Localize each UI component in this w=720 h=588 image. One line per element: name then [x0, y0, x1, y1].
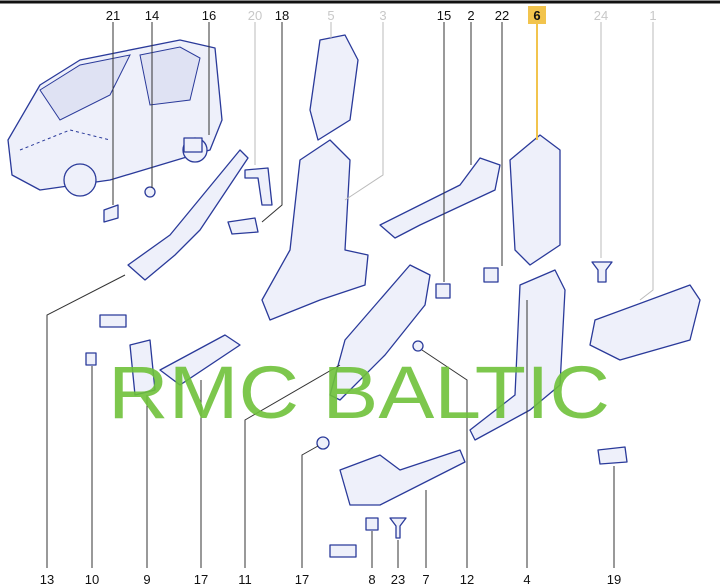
callout-11[interactable]: 11 [238, 572, 252, 587]
part-17b-clip [316, 436, 330, 450]
part-17-step [159, 334, 241, 386]
part-13-pad [99, 314, 127, 328]
callout-6-selected[interactable]: 6 [533, 8, 540, 23]
leader-lines [46, 22, 654, 568]
callout-19[interactable]: 19 [607, 572, 621, 587]
part-19-pad [597, 446, 628, 465]
vehicle-illustration [7, 39, 223, 197]
callout-10[interactable]: 10 [85, 572, 99, 587]
part-15-clip [435, 283, 451, 299]
callout-12[interactable]: 12 [460, 572, 474, 587]
part-12-screw [412, 340, 424, 352]
part-4-pillar [469, 269, 566, 441]
part-16-clip [183, 137, 203, 153]
callout-4[interactable]: 4 [523, 572, 530, 587]
part-8-clip [365, 517, 379, 531]
part-5-trim [309, 34, 359, 141]
part-21-clip [103, 204, 119, 223]
part-2-sill [379, 157, 501, 239]
callout-23[interactable]: 23 [391, 572, 405, 587]
part-20-trim [244, 167, 273, 206]
part-22-clip [483, 267, 499, 283]
part-24-pushpin [591, 261, 613, 283]
part-pad-lower [329, 544, 357, 558]
part-1-sill-panel [589, 284, 701, 361]
part-23-pushpin [389, 517, 407, 539]
callout-21[interactable]: 21 [106, 8, 120, 23]
callout-16[interactable]: 16 [202, 8, 216, 23]
part-9-bracket [129, 339, 156, 396]
callout-2[interactable]: 2 [467, 8, 474, 23]
callout-1[interactable]: 1 [649, 8, 656, 23]
callout-3[interactable]: 3 [379, 8, 386, 23]
callout-24[interactable]: 24 [594, 8, 608, 23]
callout-17b[interactable]: 17 [295, 572, 309, 587]
watermark: RMC BALTIC [108, 351, 610, 434]
part-10-clip [85, 352, 97, 366]
callout-14[interactable]: 14 [145, 8, 159, 23]
part-3-bpillar [261, 139, 369, 321]
callout-22[interactable]: 22 [495, 8, 509, 23]
part-18-pad [227, 217, 259, 235]
callout-7[interactable]: 7 [422, 572, 429, 587]
part-13-pillar-trim [127, 149, 249, 281]
part-14-screw [144, 186, 156, 198]
part-7-step [339, 449, 466, 506]
callout-5[interactable]: 5 [327, 8, 334, 23]
highlight-marker [528, 6, 546, 24]
part-shapes [85, 34, 701, 558]
part-11-pillar [329, 264, 431, 401]
callout-8[interactable]: 8 [368, 572, 375, 587]
part-6-pillar [509, 134, 561, 266]
callout-18[interactable]: 18 [275, 8, 289, 23]
top-callouts: 21 14 16 20 18 5 3 15 2 22 6 24 1 [106, 8, 657, 23]
callout-15[interactable]: 15 [437, 8, 451, 23]
bottom-callouts: 13 10 9 17 11 17 8 23 7 12 4 19 [40, 572, 621, 587]
callout-17[interactable]: 17 [194, 572, 208, 587]
callout-20[interactable]: 20 [248, 8, 262, 23]
callout-9[interactable]: 9 [143, 572, 150, 587]
callout-13[interactable]: 13 [40, 572, 54, 587]
